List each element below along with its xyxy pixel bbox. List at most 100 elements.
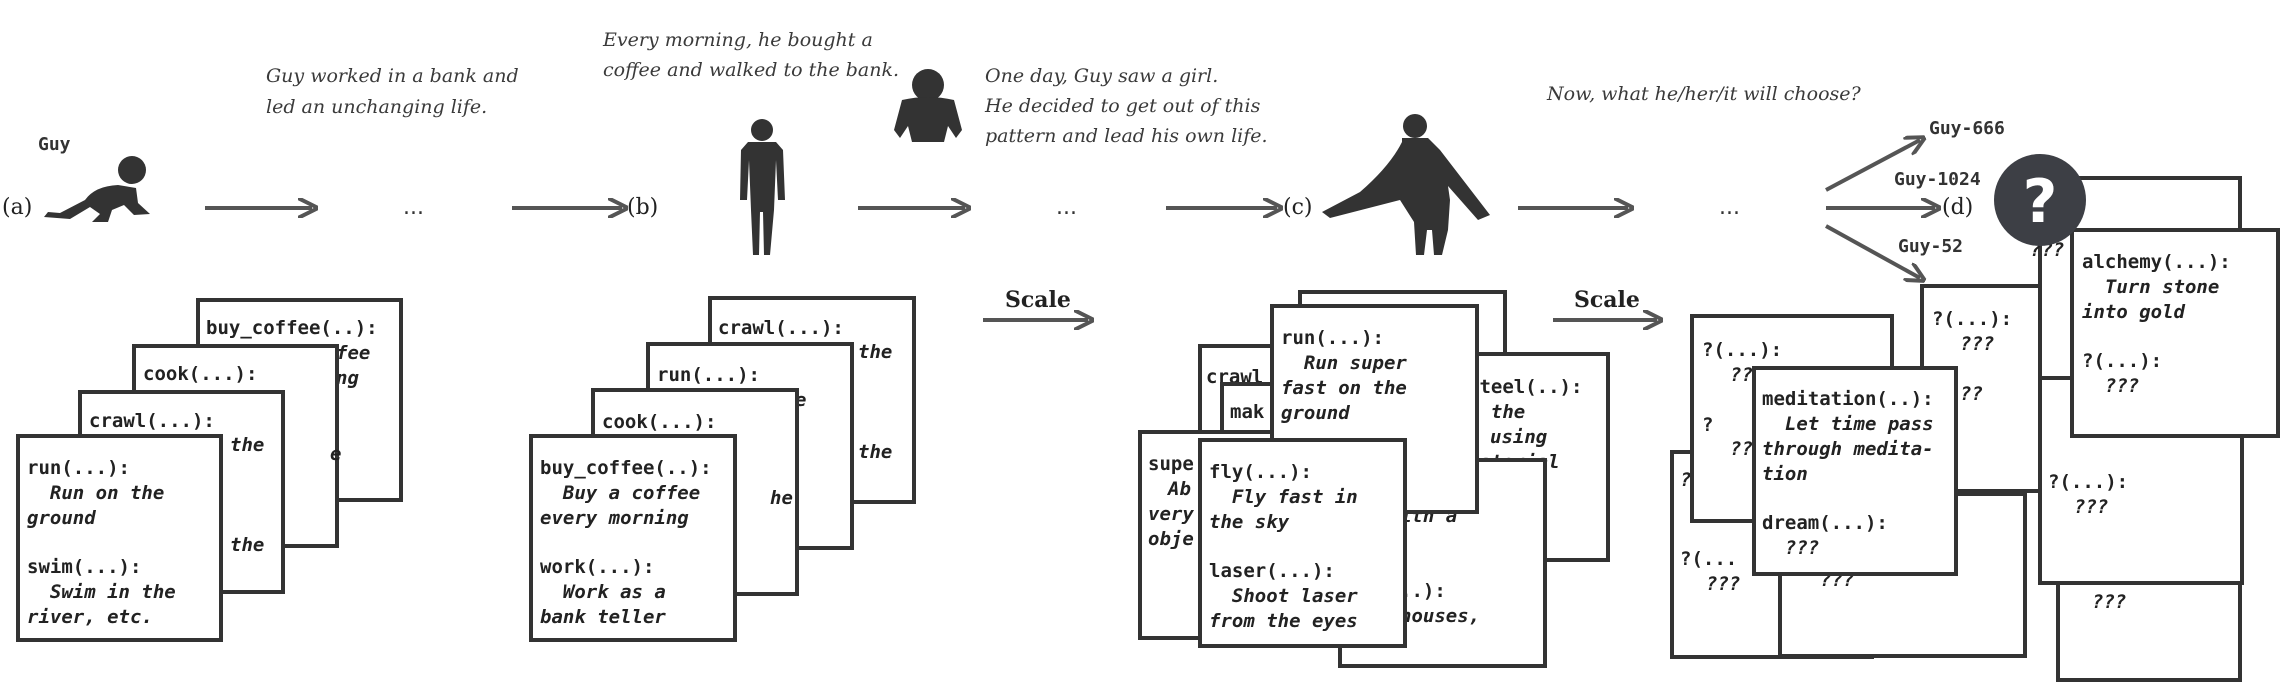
- baby-icon: [44, 156, 150, 222]
- svg-text:???: ???: [2092, 591, 2126, 613]
- svg-text:houses,: houses,: [1400, 605, 1480, 627]
- stage-label-d: (d): [1942, 195, 1973, 220]
- story-caption-3: One day, Guy saw a girl. He decided to g…: [984, 65, 1268, 147]
- svg-text:steel(..):: steel(..):: [1468, 376, 1582, 398]
- svg-text:he: he: [770, 487, 793, 509]
- svg-text:Ab: Ab: [1166, 478, 1191, 500]
- svg-text:alchemy(...):: alchemy(...):: [2082, 251, 2231, 273]
- card-meditation-dream: [1752, 366, 1958, 576]
- svg-text:?: ?: [2023, 167, 2058, 237]
- svg-text:bank teller: bank teller: [540, 606, 666, 628]
- stage-label-c: (c): [1283, 195, 1313, 220]
- svg-text:the: the: [858, 341, 892, 363]
- svg-text:the: the: [858, 441, 892, 463]
- story-caption-4: Now, what he/her/it will choose?: [1546, 83, 1862, 105]
- svg-text:cook(...):: cook(...):: [143, 363, 257, 385]
- svg-text:mak: mak: [1230, 401, 1265, 423]
- svg-text:dream(...):: dream(...):: [1762, 512, 1888, 534]
- svg-text:Shoot laser: Shoot laser: [1209, 585, 1358, 607]
- card-stack-c: crawl steel(..): e the using material ma…: [1138, 290, 1610, 668]
- branch-label-guy-1024: Guy-1024: [1894, 169, 1981, 190]
- svg-text:fast on the: fast on the: [1281, 377, 1407, 399]
- svg-text:?(...):: ?(...):: [1932, 308, 2012, 330]
- svg-text:e: e: [795, 389, 806, 411]
- svg-text:Swim in the: Swim in the: [27, 581, 176, 603]
- svg-text:Now, what he/her/it will choos: Now, what he/her/it will choose?: [1546, 83, 1862, 105]
- story-caption-1: Guy worked in a bank and led an unchangi…: [266, 65, 519, 118]
- svg-text:pattern and lead his own life.: pattern and lead his own life.: [985, 125, 1268, 147]
- svg-text:the: the: [230, 534, 264, 556]
- svg-text:swim(...):: swim(...):: [27, 556, 141, 578]
- svg-text:Run on the: Run on the: [27, 482, 164, 504]
- svg-text:???: ???: [1762, 537, 1819, 559]
- svg-text:Buy a coffee: Buy a coffee: [540, 482, 700, 504]
- svg-text:?(...):: ?(...):: [2048, 471, 2128, 493]
- svg-text:cook(...):: cook(...):: [602, 411, 716, 433]
- svg-text:through medita-: through medita-: [1762, 438, 1934, 460]
- svg-text:?(...):: ?(...):: [1702, 339, 1782, 361]
- ellipsis: ...: [403, 195, 424, 220]
- svg-text:obje: obje: [1148, 528, 1194, 550]
- story-caption-2: Every morning, he bought a coffee and wa…: [602, 29, 899, 81]
- svg-text:Guy worked in a bank and: Guy worked in a bank and: [266, 65, 519, 87]
- man-standing-icon: [740, 119, 785, 255]
- svg-text:Fly fast in: Fly fast in: [1209, 486, 1358, 508]
- svg-text:???: ???: [1706, 573, 1740, 595]
- card-run-swim: [16, 434, 223, 642]
- card-stack-b: crawl(...): the the run(...): e cook(...…: [529, 296, 916, 642]
- svg-text:the sky: the sky: [1209, 511, 1290, 533]
- svg-text:from the eyes: from the eyes: [1209, 610, 1358, 632]
- svg-text:??: ??: [1730, 438, 1753, 460]
- svg-text:fly(...):: fly(...):: [1209, 461, 1312, 483]
- scale-label: Scale: [1005, 287, 1071, 313]
- svg-text:supe: supe: [1148, 453, 1194, 475]
- svg-text:run(...):: run(...):: [657, 364, 760, 386]
- svg-text:Every morning, he bought a: Every morning, he bought a: [602, 29, 873, 51]
- svg-text:ground: ground: [1281, 402, 1350, 424]
- svg-text:?(...: ?(...: [1680, 548, 1737, 570]
- svg-text:One day, Guy saw a girl.: One day, Guy saw a girl.: [985, 65, 1218, 87]
- stage-label-a: (a): [2, 195, 32, 220]
- svg-text:buy_coffee(..):: buy_coffee(..):: [540, 457, 712, 479]
- branch-label-guy-52: Guy-52: [1898, 236, 1963, 257]
- question-mark-icon: ?: [1994, 154, 2086, 246]
- svg-text:He decided to get out of this: He decided to get out of this: [984, 95, 1261, 117]
- svg-text:tion: tion: [1762, 463, 1808, 485]
- svg-text:Run super: Run super: [1281, 352, 1407, 374]
- branch-label-guy-666: Guy-666: [1929, 118, 2005, 139]
- svg-text:Let time pass: Let time pass: [1762, 413, 1934, 435]
- svg-text:work(...):: work(...):: [540, 556, 654, 578]
- svg-text:into gold: into gold: [2082, 301, 2186, 323]
- svg-text:fee: fee: [336, 342, 370, 364]
- svg-text:?: ?: [1702, 414, 1713, 436]
- card-stack-a: buy_coffee(..): fee ng cook(...): e craw…: [16, 298, 403, 642]
- svg-text:very: very: [1148, 503, 1194, 525]
- card-stack-d: ??? ? ?(... ??? ?(...): ??? ? ?? ??? ?(.…: [1670, 176, 2280, 682]
- svg-text:..):: ..):: [1400, 580, 1446, 602]
- svg-text:crawl(...):: crawl(...):: [718, 317, 844, 339]
- svg-text:led an unchanging life.: led an unchanging life.: [266, 96, 487, 118]
- svg-text:using: using: [1490, 426, 1548, 448]
- ellipsis: ...: [1719, 195, 1740, 220]
- svg-text:crawl(...):: crawl(...):: [89, 410, 215, 432]
- svg-text:ground: ground: [27, 507, 96, 529]
- card-alchemy: [2070, 228, 2280, 438]
- svg-text:?: ?: [1680, 469, 1691, 491]
- svg-text:every morning: every morning: [540, 507, 689, 529]
- guy-label: Guy: [38, 134, 71, 155]
- svg-text:Turn stone: Turn stone: [2082, 276, 2219, 298]
- svg-text:ng: ng: [336, 367, 359, 389]
- branch-arrow-up: [1825, 140, 1920, 192]
- svg-text:meditation(..):: meditation(..):: [1762, 388, 1934, 410]
- svg-text:laser(...):: laser(...):: [1209, 560, 1335, 582]
- woman-icon: [894, 69, 962, 142]
- superhero-icon: [1322, 114, 1490, 255]
- stage-label-b: (b): [627, 195, 658, 220]
- card-buy-coffee-work: [529, 434, 737, 642]
- branch-arrow-down: [1825, 224, 1920, 278]
- svg-text:run(...):: run(...):: [27, 457, 130, 479]
- svg-text:e: e: [330, 443, 341, 465]
- card-fly-laser: [1198, 438, 1407, 648]
- svg-text:?(...):: ?(...):: [2082, 350, 2162, 372]
- svg-text:???: ???: [2082, 375, 2139, 397]
